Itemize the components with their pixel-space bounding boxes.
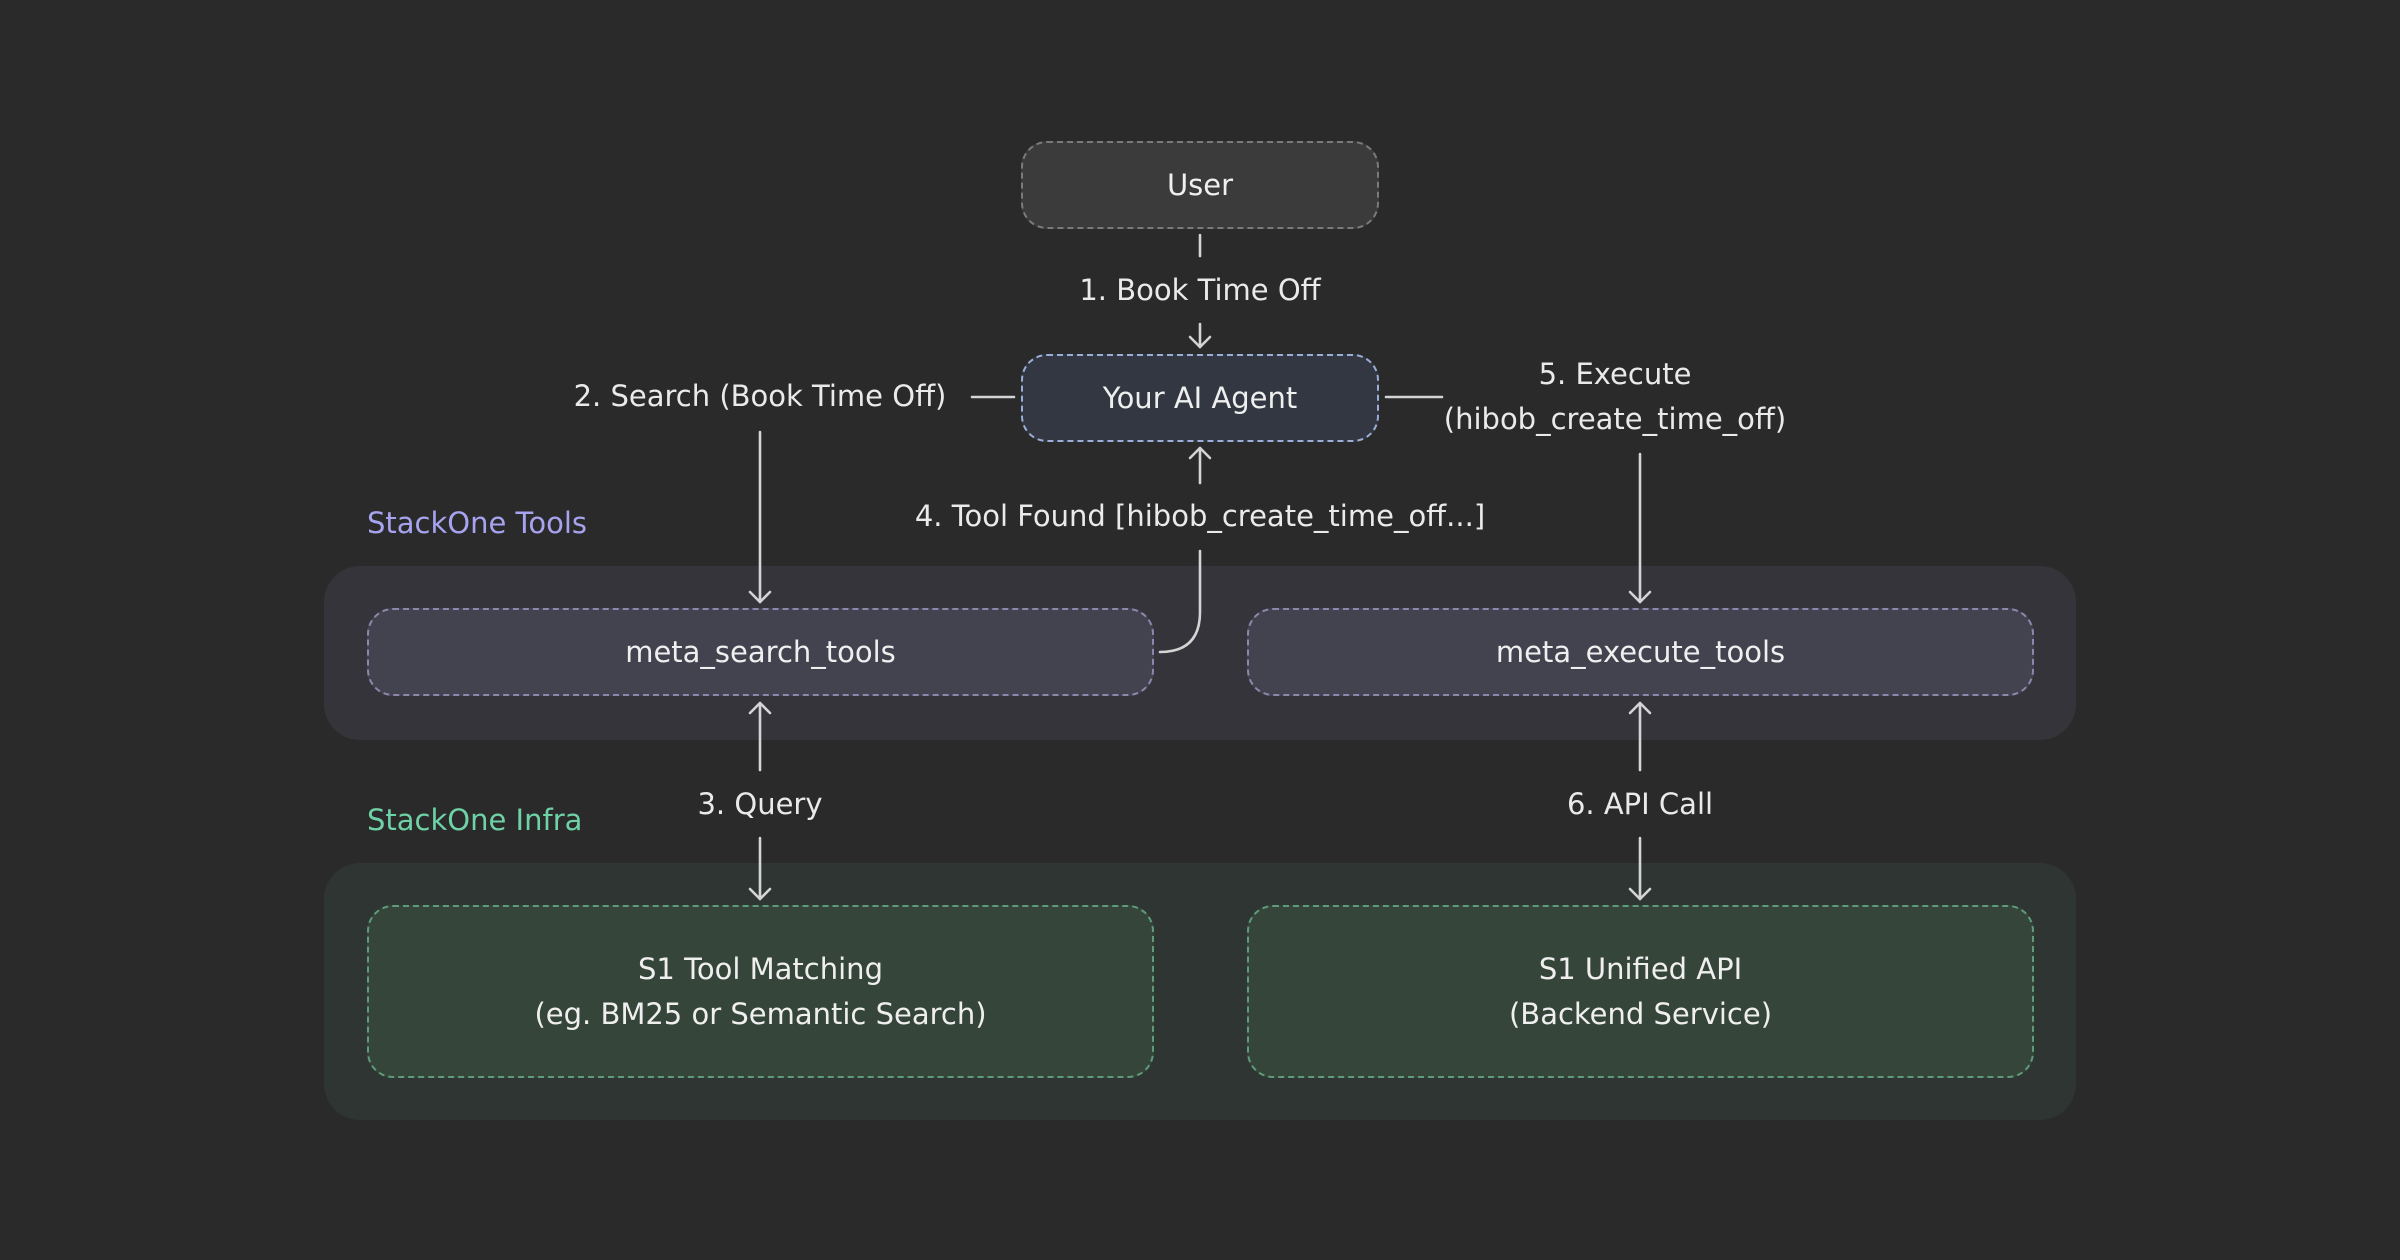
arrowhead-search-in [748,590,772,604]
edge-label-step2: 2. Search (Book Time Off) [573,379,947,413]
unified-api-subtitle: (Backend Service) [1508,996,1773,1031]
arrowhead-query-up [748,701,772,715]
edge-label-step5-line2: (hibob_create_time_off) [1443,402,1787,436]
arrowhead-api-up [1628,701,1652,715]
user-node: User [1021,141,1379,229]
edge-label-step6: 6. API Call [1566,787,1714,821]
meta-execute-tools-node: meta_execute_tools [1247,608,2034,696]
tool-matching-subtitle: (eg. BM25 or Semantic Search) [534,996,987,1031]
arrowhead-query-down [748,887,772,901]
tool-matching-title: S1 Tool Matching [638,951,883,986]
ai-agent-node-label: Your AI Agent [1102,380,1298,415]
arrowhead-agent-found [1188,446,1212,460]
meta-search-tools-label: meta_search_tools [625,634,896,669]
unified-api-node: S1 Unified API (Backend Service) [1247,905,2034,1078]
arrowhead-agent-in [1188,335,1212,349]
unified-api-title: S1 Unified API [1538,951,1743,986]
ai-agent-node: Your AI Agent [1021,354,1379,442]
arrowhead-api-down [1628,887,1652,901]
edge-label-step4: 4. Tool Found [hibob_create_time_off...] [914,499,1486,533]
edge-label-step3: 3. Query [697,787,823,821]
user-node-label: User [1166,167,1234,202]
stackone-tools-label: StackOne Tools [367,506,587,540]
stackone-infra-label: StackOne Infra [367,803,583,837]
edge-label-step5: 5. Execute (hibob_create_time_off) [1410,352,1820,442]
tool-matching-node: S1 Tool Matching (eg. BM25 or Semantic S… [367,905,1154,1078]
meta-execute-tools-label: meta_execute_tools [1495,634,1786,669]
edge-tool-found-curve [1158,549,1202,654]
edge-label-step1: 1. Book Time Off [1079,273,1321,307]
edge-label-step5-line1: 5. Execute [1538,357,1692,391]
arrowhead-execute-in [1628,590,1652,604]
meta-search-tools-node: meta_search_tools [367,608,1154,696]
